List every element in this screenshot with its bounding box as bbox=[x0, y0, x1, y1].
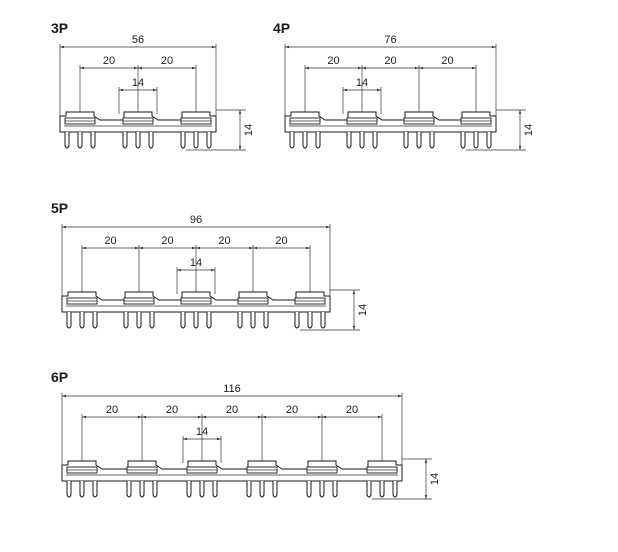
terminal-leg bbox=[66, 312, 72, 329]
terminal-leg bbox=[379, 481, 385, 498]
terminal-leg bbox=[77, 132, 83, 149]
terminal-leg bbox=[79, 481, 85, 498]
terminal-leg bbox=[206, 132, 212, 149]
terminal-leg bbox=[92, 312, 98, 329]
diagram-6p: 6P 116 20 20 20 20 20 14 14 bbox=[51, 369, 441, 500]
pitch-label: 20 bbox=[346, 404, 358, 416]
pitch-label: 20 bbox=[104, 235, 116, 247]
terminal-leg bbox=[123, 312, 129, 329]
terminal-leg bbox=[263, 312, 269, 329]
pole-label: 6P bbox=[51, 369, 68, 385]
terminal-leg bbox=[403, 132, 409, 149]
terminal-leg bbox=[302, 132, 308, 149]
busbar-outline bbox=[61, 291, 331, 329]
pitch-label: 20 bbox=[275, 235, 287, 247]
terminal-leg bbox=[486, 132, 492, 149]
terminal-leg bbox=[152, 481, 158, 498]
terminal-leg bbox=[66, 481, 72, 498]
height-label: 14 bbox=[429, 473, 441, 485]
terminal-leg bbox=[319, 481, 325, 498]
terminal-leg bbox=[92, 481, 98, 498]
pitch-label: 20 bbox=[384, 55, 396, 67]
pitch-label: 20 bbox=[218, 235, 230, 247]
pitch-label: 20 bbox=[166, 404, 178, 416]
diagram-3p: 3P 56 20 20 14 14 bbox=[51, 20, 255, 151]
pitch-label: 20 bbox=[286, 404, 298, 416]
terminal-leg bbox=[148, 132, 154, 149]
height-label: 14 bbox=[357, 304, 369, 316]
pitch-label: 20 bbox=[161, 55, 173, 67]
pole-label: 5P bbox=[51, 200, 68, 216]
busbar-body bbox=[61, 460, 403, 482]
dimensions: 56 20 20 14 14 bbox=[59, 34, 255, 151]
terminal-leg bbox=[180, 312, 186, 329]
terminal-leg bbox=[392, 481, 398, 498]
terminal-leg bbox=[332, 481, 338, 498]
pole-label: 4P bbox=[273, 20, 290, 36]
terminal-leg bbox=[64, 132, 70, 149]
terminal-leg bbox=[193, 312, 199, 329]
overall-length-label: 116 bbox=[223, 383, 241, 395]
dimensions: 96 20 20 20 20 14 14 bbox=[61, 214, 369, 331]
terminal-leg bbox=[135, 132, 141, 149]
terminal-leg bbox=[186, 481, 192, 498]
terminal-leg bbox=[473, 132, 479, 149]
terminal-leg bbox=[359, 132, 365, 149]
diagram-5p: 5P 96 20 20 20 20 14 14 bbox=[51, 200, 369, 331]
pitch-label: 20 bbox=[103, 55, 115, 67]
height-label: 14 bbox=[243, 124, 255, 136]
terminal-leg bbox=[294, 312, 300, 329]
terminal-leg bbox=[259, 481, 265, 498]
overall-length-label: 76 bbox=[384, 34, 396, 46]
dimensions: 76 20 20 20 14 14 bbox=[284, 34, 535, 151]
terminal-leg bbox=[307, 312, 313, 329]
overall-length-label: 56 bbox=[132, 34, 144, 46]
terminal-leg bbox=[136, 312, 142, 329]
terminal-leg bbox=[429, 132, 435, 149]
dimensions: 116 20 20 20 20 20 14 14 bbox=[61, 383, 441, 500]
terminal-leg bbox=[306, 481, 312, 498]
terminal-leg bbox=[416, 132, 422, 149]
terminal-leg bbox=[180, 132, 186, 149]
terminal-leg bbox=[289, 132, 295, 149]
pole-label: 3P bbox=[51, 20, 68, 36]
pitch-label: 20 bbox=[327, 55, 339, 67]
terminal-leg bbox=[149, 312, 155, 329]
terminal-leg bbox=[460, 132, 466, 149]
terminal-leg bbox=[199, 481, 205, 498]
terminal-leg bbox=[79, 312, 85, 329]
terminal-leg bbox=[372, 132, 378, 149]
terminal-leg bbox=[206, 312, 212, 329]
busbar-outline bbox=[284, 111, 497, 149]
terminal-leg bbox=[139, 481, 145, 498]
terminal-leg bbox=[212, 481, 218, 498]
terminal-leg bbox=[246, 481, 252, 498]
terminal-leg bbox=[250, 312, 256, 329]
diagram-4p: 4P 76 20 20 20 14 14 bbox=[273, 20, 535, 151]
pitch-label: 20 bbox=[161, 235, 173, 247]
terminal-leg bbox=[320, 312, 326, 329]
overall-length-label: 96 bbox=[190, 214, 202, 226]
pitch-label: 20 bbox=[441, 55, 453, 67]
pitch-label: 20 bbox=[106, 404, 118, 416]
terminal-leg bbox=[315, 132, 321, 149]
height-label: 14 bbox=[523, 124, 535, 136]
terminal-leg bbox=[346, 132, 352, 149]
terminal-leg bbox=[237, 312, 243, 329]
terminal-leg bbox=[193, 132, 199, 149]
terminal-leg bbox=[90, 132, 96, 149]
busbar-outline bbox=[59, 111, 217, 149]
terminal-leg bbox=[366, 481, 372, 498]
pitch-label: 20 bbox=[226, 404, 238, 416]
terminal-leg bbox=[126, 481, 132, 498]
terminal-leg bbox=[122, 132, 128, 149]
terminal-leg bbox=[272, 481, 278, 498]
busbar-outline bbox=[61, 460, 403, 498]
